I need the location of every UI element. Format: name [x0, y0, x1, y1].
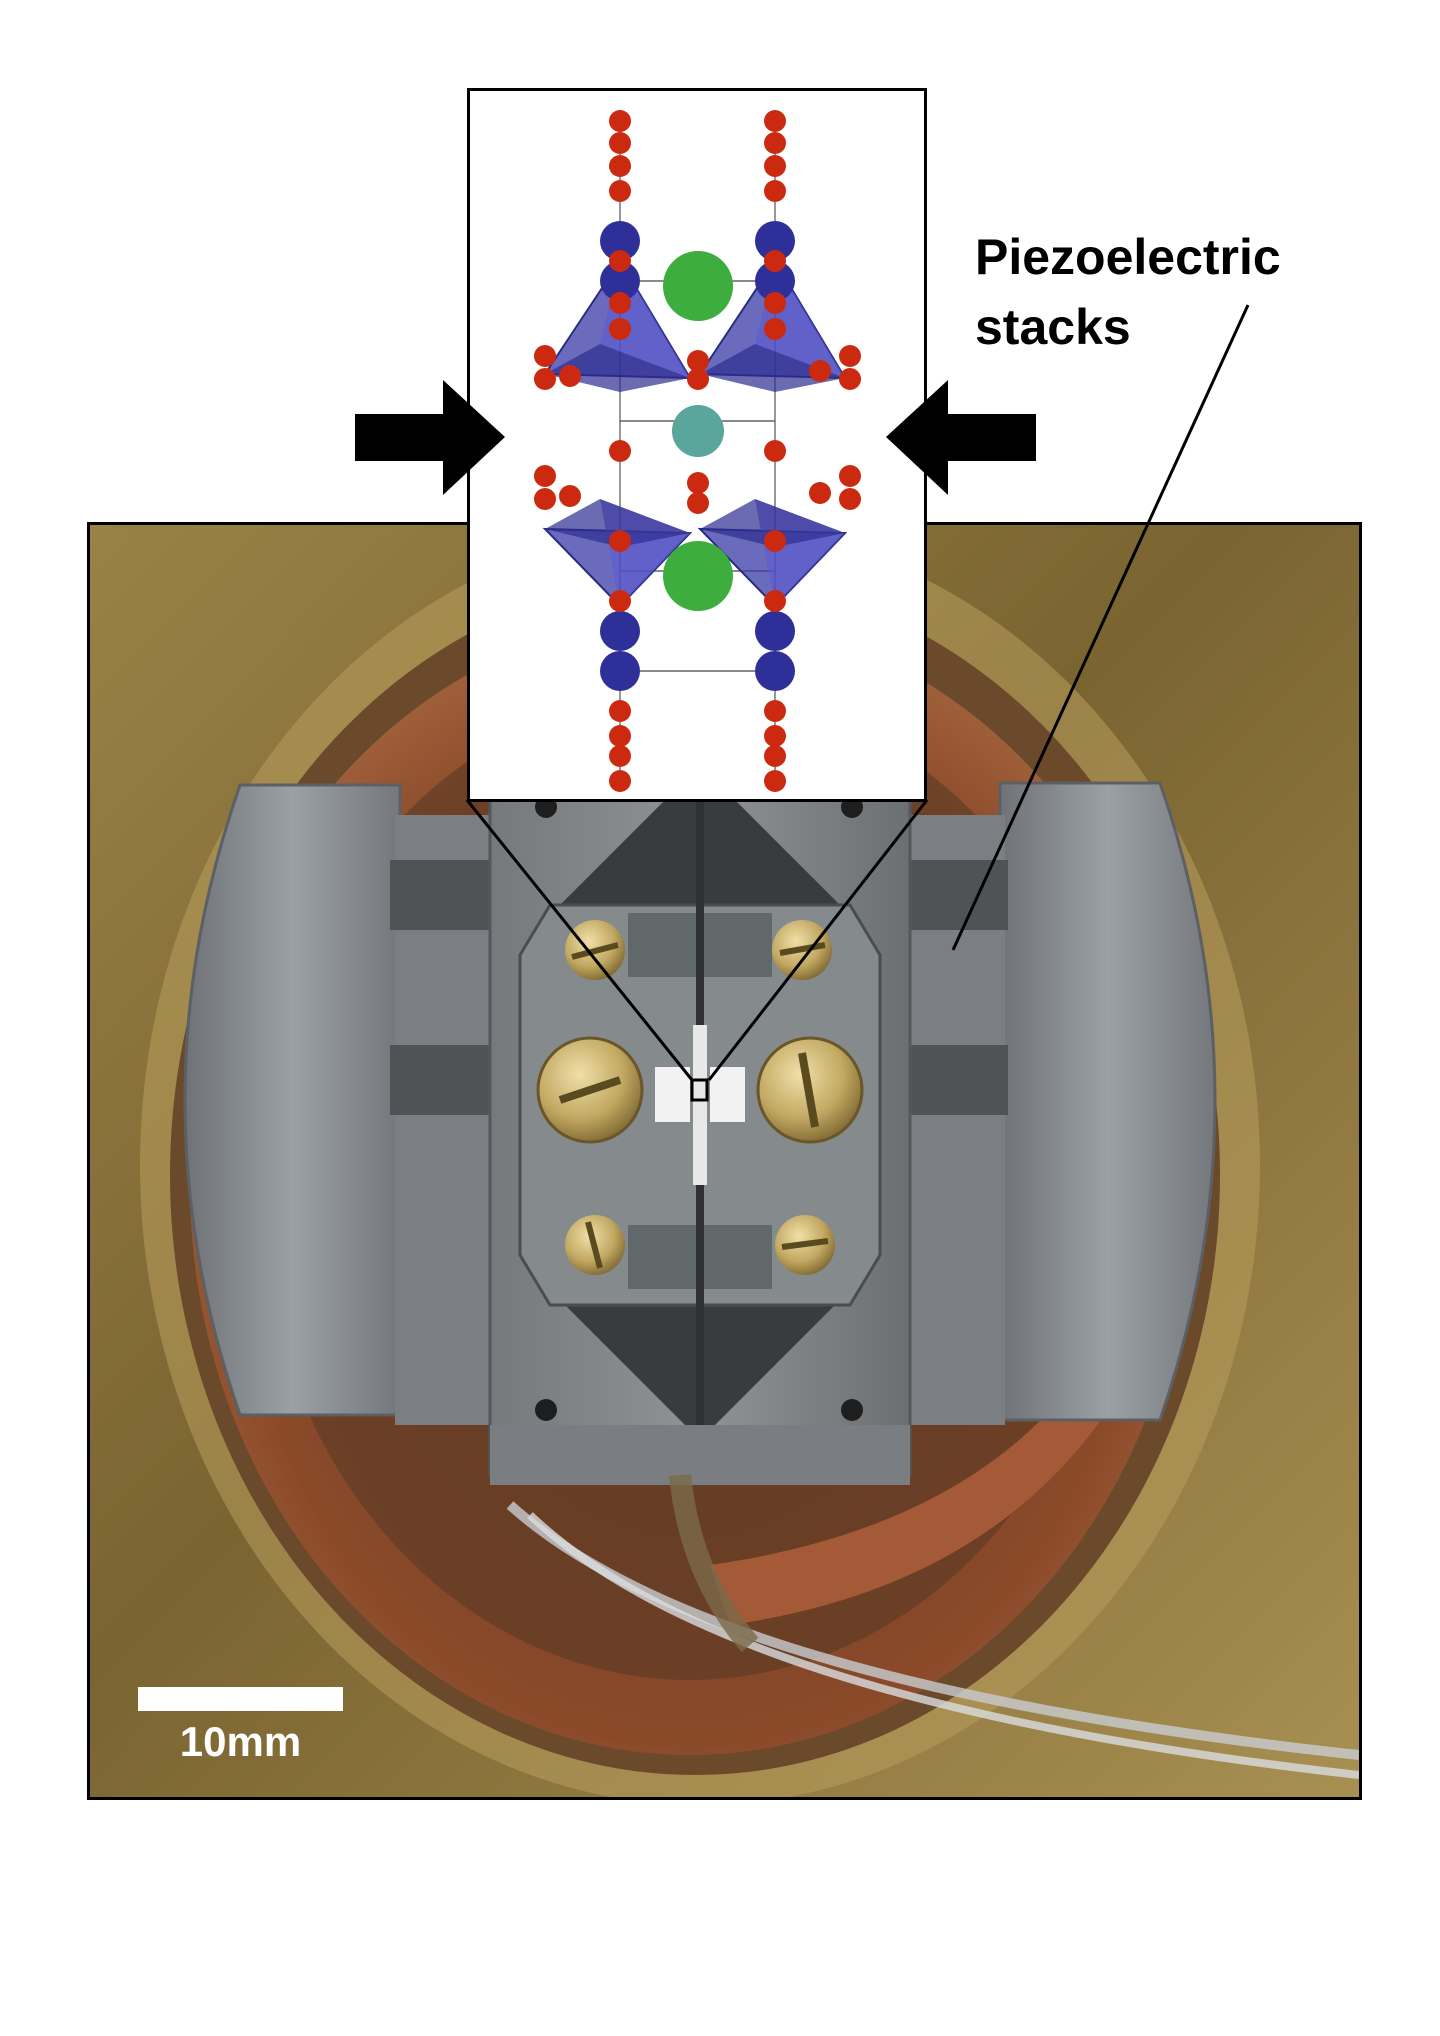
- oxygen-atom: [839, 368, 861, 390]
- oxygen-atom: [609, 180, 631, 202]
- oxygen-atom: [534, 488, 556, 510]
- a-site-atom: [663, 251, 733, 321]
- oxygen-atom: [609, 132, 631, 154]
- oxygen-atom: [609, 110, 631, 132]
- metal-atom: [600, 261, 640, 301]
- oxygen-atom: [809, 360, 831, 382]
- oxygen-atom: [764, 700, 786, 722]
- octahedron-base: [545, 344, 690, 392]
- oxygen-atom: [534, 368, 556, 390]
- oxygen-atom: [764, 132, 786, 154]
- compression-arrow-left-icon: [886, 380, 1036, 495]
- oxygen-atom: [764, 180, 786, 202]
- oxygen-atom: [687, 368, 709, 390]
- oxygen-atom: [764, 530, 786, 552]
- oxygen-atom: [609, 725, 631, 747]
- oxygen-atom: [534, 345, 556, 367]
- oxygen-atom: [609, 250, 631, 272]
- crystal-structure-diagram: [534, 110, 861, 792]
- a-site-atom: [663, 541, 733, 611]
- piezo-label-line1: Piezoelectric: [975, 229, 1281, 285]
- oxygen-atom: [609, 700, 631, 722]
- oxygen-atom: [609, 745, 631, 767]
- oxygen-atom: [609, 318, 631, 340]
- oxygen-atom: [609, 292, 631, 314]
- oxygen-atom: [559, 365, 581, 387]
- octahedron-base: [700, 499, 845, 547]
- oxygen-atom: [764, 590, 786, 612]
- oxygen-atom: [764, 725, 786, 747]
- oxygen-atom: [764, 745, 786, 767]
- metal-atom: [755, 651, 795, 691]
- metal-atom: [600, 651, 640, 691]
- oxygen-atom: [764, 155, 786, 177]
- metal-atom: [755, 221, 795, 261]
- oxygen-atom: [687, 350, 709, 372]
- metal-atom: [755, 261, 795, 301]
- octahedron-base: [700, 344, 845, 392]
- oxygen-atom: [839, 345, 861, 367]
- piezo-label-line2: stacks: [975, 299, 1131, 355]
- oxygen-atom: [764, 292, 786, 314]
- oxygen-atom: [609, 155, 631, 177]
- oxygen-atom: [687, 492, 709, 514]
- metal-atom: [755, 611, 795, 651]
- piezo-stack-label: Piezoelectric stacks: [975, 222, 1355, 362]
- oxygen-atom: [609, 530, 631, 552]
- oxygen-atom: [764, 440, 786, 462]
- metal-atom: [600, 221, 640, 261]
- oxygen-atom: [809, 482, 831, 504]
- oxygen-atom: [609, 440, 631, 462]
- oxygen-atom: [609, 590, 631, 612]
- oxygen-atom: [764, 318, 786, 340]
- oxygen-atom: [534, 465, 556, 487]
- oxygen-atom: [764, 770, 786, 792]
- metal-atom: [600, 611, 640, 651]
- compression-arrow-right-icon: [355, 380, 505, 495]
- scale-bar-label: 10mm: [179, 1718, 302, 1765]
- oxygen-atom: [839, 465, 861, 487]
- oxygen-atom: [839, 488, 861, 510]
- crystal-structure-inset: [467, 88, 927, 802]
- oxygen-atom: [559, 485, 581, 507]
- oxygen-atom: [764, 110, 786, 132]
- scale-bar: [138, 1687, 343, 1711]
- oxygen-atom: [764, 250, 786, 272]
- oxygen-atom: [609, 770, 631, 792]
- a-site-atom-center: [672, 405, 724, 457]
- oxygen-atom: [687, 472, 709, 494]
- octahedron-base: [545, 499, 690, 547]
